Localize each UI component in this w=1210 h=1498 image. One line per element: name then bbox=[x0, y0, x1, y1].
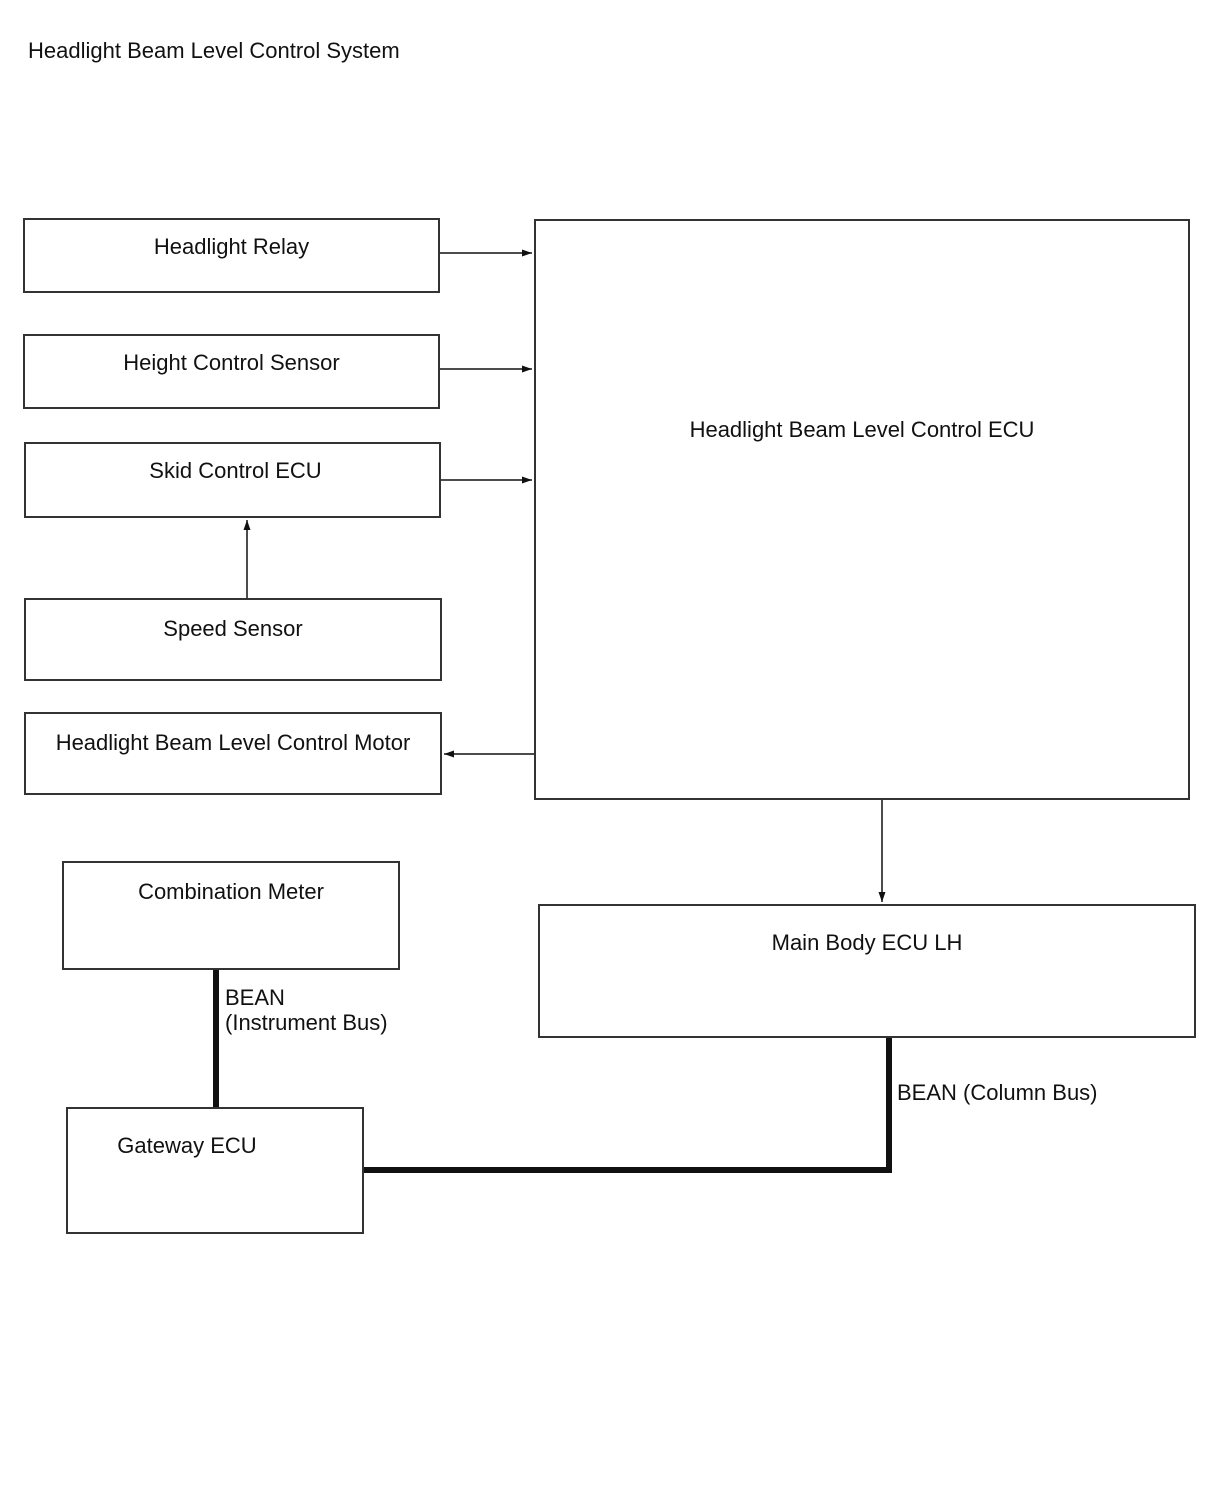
main-body-ecu-label: Main Body ECU LH bbox=[771, 930, 963, 955]
diagram-title: Headlight Beam Level Control System bbox=[28, 38, 400, 63]
skid-control-ecu-box: Skid Control ECU bbox=[24, 442, 441, 518]
beam-level-motor-box: Headlight Beam Level Control Motor bbox=[24, 712, 442, 795]
instrument-bus-label: BEAN (Instrument Bus) bbox=[225, 985, 388, 1035]
main-body-ecu-box: Main Body ECU LH bbox=[538, 904, 1196, 1038]
skid-control-ecu-label: Skid Control ECU bbox=[149, 458, 322, 483]
column-bus-label: BEAN (Column Bus) bbox=[897, 1080, 1098, 1105]
instrument-bus-label-line2: (Instrument Bus) bbox=[225, 1010, 388, 1035]
instrument-bus-label-line1: BEAN bbox=[225, 985, 285, 1010]
gateway-ecu-label: Gateway ECU bbox=[117, 1133, 257, 1158]
headlight-relay-box: Headlight Relay bbox=[23, 218, 440, 293]
beam-level-ecu-box: Headlight Beam Level Control ECU bbox=[534, 219, 1190, 800]
gateway-ecu-box: Gateway ECU bbox=[66, 1107, 364, 1234]
height-control-sensor-box: Height Control Sensor bbox=[23, 334, 440, 409]
speed-sensor-box: Speed Sensor bbox=[24, 598, 442, 681]
column-bus-line bbox=[364, 1038, 892, 1173]
beam-level-ecu-label: Headlight Beam Level Control ECU bbox=[689, 417, 1035, 442]
beam-level-motor-label: Headlight Beam Level Control Motor bbox=[55, 730, 411, 755]
headlight-relay-label: Headlight Relay bbox=[153, 234, 310, 259]
height-control-sensor-label: Height Control Sensor bbox=[123, 350, 340, 375]
combination-meter-box: Combination Meter bbox=[62, 861, 400, 970]
speed-sensor-label: Speed Sensor bbox=[163, 616, 303, 641]
combination-meter-label: Combination Meter bbox=[138, 879, 324, 904]
